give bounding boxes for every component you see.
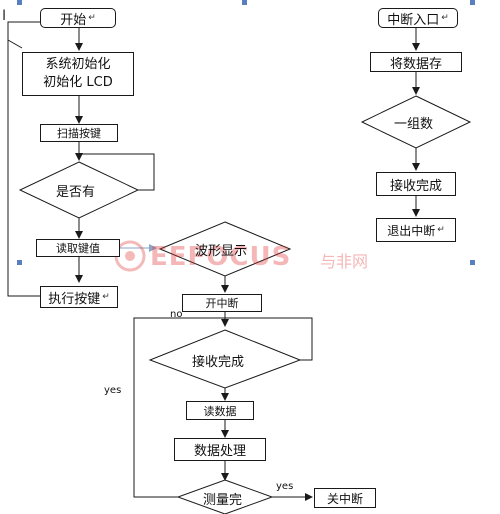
text-cursor-icon: I xyxy=(2,8,7,24)
read-key-box: 读取键值 xyxy=(36,239,120,257)
watermark-text: EEFOCUS xyxy=(150,242,292,272)
decision-measure-label: 测量完 xyxy=(203,493,243,508)
start-label: 开始 xyxy=(60,12,87,28)
decision-group-label: 一组数 xyxy=(394,117,434,132)
scan-keys-box: 扫描按键 xyxy=(40,124,118,142)
read-key-label: 读取键值 xyxy=(56,242,100,255)
scan-keys-label: 扫描按键 xyxy=(57,127,101,140)
watermark-subtext: 与非网 xyxy=(320,252,369,271)
waveform-label: 波形显示 xyxy=(195,244,248,259)
yes-right-label: yes xyxy=(276,481,294,492)
store-label: 将数据存 xyxy=(389,56,442,72)
yes-left-label: yes xyxy=(104,385,122,396)
decision-receive-shape xyxy=(148,329,302,389)
init-line1: 系统初始化 xyxy=(45,57,111,72)
decision-group-shape xyxy=(360,95,472,149)
execute-key-label: 执行按键 xyxy=(48,291,101,307)
selection-handle[interactable] xyxy=(470,260,475,265)
process-box: 数据处理 xyxy=(174,438,266,461)
isr-entry-terminal: 中断入口↵ xyxy=(378,8,458,28)
disable-interrupt-label: 关中断 xyxy=(326,491,363,506)
init-line2: 初始化 LCD xyxy=(43,75,113,90)
enable-interrupt-box: 开中断 xyxy=(182,294,262,312)
process-label: 数据处理 xyxy=(193,444,246,459)
enable-interrupt-label: 开中断 xyxy=(205,297,239,310)
decision-key-label: 是否有 xyxy=(56,185,96,200)
init-box: 系统初始化 初始化 LCD xyxy=(22,52,134,96)
exit-interrupt-box: 退出中断↵ xyxy=(376,218,456,242)
receive-done-box: 接收完成 xyxy=(376,172,456,196)
exit-interrupt-label: 退出中断 xyxy=(387,223,436,238)
store-box: 将数据存 xyxy=(370,52,462,72)
no-label: no xyxy=(170,309,183,320)
receive-done-label: 接收完成 xyxy=(389,178,442,194)
decision-key-shape xyxy=(18,161,140,219)
selection-handle[interactable] xyxy=(470,0,475,5)
selection-handle[interactable] xyxy=(17,0,22,5)
selection-handle[interactable] xyxy=(242,0,247,5)
start-terminal: 开始↵ xyxy=(40,8,116,28)
decision-receive-label: 接收完成 xyxy=(192,355,245,370)
waveform-shape xyxy=(158,221,292,277)
read-data-label: 读数据 xyxy=(203,404,237,418)
decision-measure-shape xyxy=(176,479,274,514)
isr-entry-label: 中断入口 xyxy=(387,12,440,28)
selection-handle[interactable] xyxy=(17,260,22,265)
execute-key-box: 执行按键↵ xyxy=(40,286,118,308)
disable-interrupt-box: 关中断 xyxy=(314,488,376,508)
read-data-box: 读数据 xyxy=(186,401,254,420)
